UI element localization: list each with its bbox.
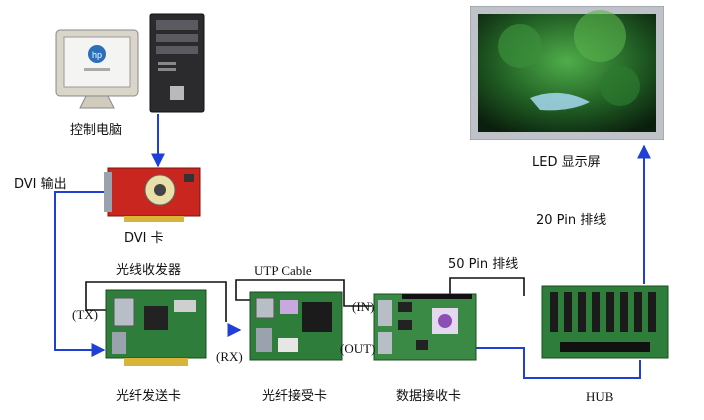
tx-port-label: (TX) xyxy=(72,307,98,322)
dvi-output-label: DVI 输出 xyxy=(14,177,67,192)
circuit-board-icon xyxy=(541,285,669,359)
led-screen xyxy=(469,5,665,141)
data-receive-card xyxy=(372,290,478,366)
utp-cable-label: UTP Cable xyxy=(254,263,312,278)
fiber-receive-card xyxy=(248,288,344,366)
control-pc-tower xyxy=(148,12,206,114)
wire-utp-loop xyxy=(235,279,372,307)
fiber-send-card-label: 光纤发送卡 xyxy=(116,389,182,404)
hub-board xyxy=(540,284,670,360)
dvi-card-label: DVI 卡 xyxy=(124,231,164,246)
led-screen-label: LED 显示屏 xyxy=(532,155,601,170)
circuit-board-icon xyxy=(249,291,343,361)
desktop-computer-icon: hp xyxy=(55,29,139,109)
control-pc-monitor: hp xyxy=(52,28,142,116)
circuit-board-icon xyxy=(373,293,477,361)
pin20-cable-label: 20 Pin 排线 xyxy=(536,213,607,228)
control-pc-label: 控制电脑 xyxy=(70,123,123,138)
fiber-send-card xyxy=(104,288,208,370)
circuit-board-icon xyxy=(105,289,207,366)
fiber-transceiver-label: 光线收发器 xyxy=(116,263,182,278)
wire-out-to-hub xyxy=(476,347,641,379)
graphics-card-icon xyxy=(104,167,201,222)
hub-label: HUB xyxy=(586,389,614,404)
dvi-card xyxy=(104,164,204,226)
pin50-cable-label: 50 Pin 排线 xyxy=(448,257,519,272)
rx-port-label: (RX) xyxy=(216,349,243,364)
data-receive-card-label: 数据接收卡 xyxy=(396,389,462,404)
wire-50pin xyxy=(449,277,525,306)
wire-fiber-loop xyxy=(85,281,227,322)
out-port-label: (OUT) xyxy=(340,341,376,356)
fiber-receive-card-label: 光纤接受卡 xyxy=(262,389,328,404)
wire-dvi-to-send xyxy=(54,191,110,357)
led-screen-icon xyxy=(469,5,665,141)
svg-text:hp: hp xyxy=(92,50,102,60)
in-port-label: (IN) xyxy=(352,299,375,314)
